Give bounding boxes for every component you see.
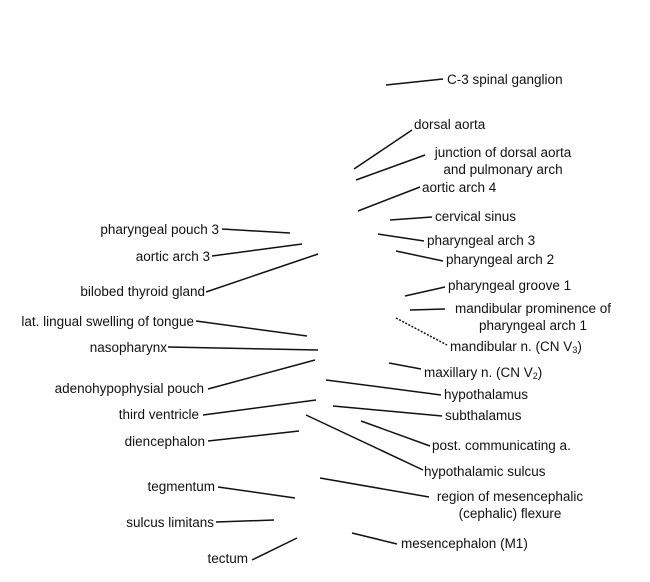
label-sulcus-limitans: sulcus limitans (126, 515, 214, 530)
label-mesencephalon: mesencephalon (M1) (401, 536, 528, 551)
label-aortic-arch-3: aortic arch 3 (135, 249, 210, 264)
label-mandibular-n: mandibular n. (CN V3) (450, 338, 582, 359)
leader-mesencephalon (351, 532, 398, 545)
label-mandibular-line2: pharyngeal arch 1 (478, 318, 588, 333)
label-mandibular-n-text: mandibular n. (CN V (450, 339, 573, 354)
label-pharyngeal-arch-2: pharyngeal arch 2 (446, 252, 555, 267)
leader-aortic-arch-4 (357, 186, 421, 212)
leader-region-flexure (319, 477, 430, 498)
leader-adenohypophysial (207, 359, 316, 390)
label-cervical-sinus: cervical sinus (435, 209, 517, 224)
label-c3-spinal-ganglion: C-3 spinal ganglion (447, 72, 563, 87)
leader-maxillary-n (388, 362, 422, 370)
label-tectum: tectum (207, 551, 248, 566)
leader-aortic-arch-3 (211, 243, 303, 257)
label-aortic-arch-4: aortic arch 4 (422, 180, 497, 195)
label-post-communicating: post. communicating a. (432, 438, 571, 453)
label-diencephalon: diencephalon (124, 434, 205, 449)
label-dorsal-aorta: dorsal aorta (414, 117, 486, 132)
leader-pharyngeal-arch-3 (377, 233, 425, 242)
leader-hypothalamus (325, 379, 442, 396)
label-maxillary-n-subscript: 2 (532, 371, 538, 381)
label-hypothalamic-sulcus: hypothalamic sulcus (424, 464, 546, 479)
leader-subthalamus (332, 405, 443, 417)
label-nasopharynx: nasopharynx (89, 340, 167, 355)
leader-sulcus-limitans (215, 519, 275, 523)
label-mandibular-n-close: ) (577, 339, 582, 354)
label-hypothalamus: hypothalamus (444, 387, 529, 402)
label-third-ventricle: third ventricle (118, 407, 199, 422)
label-tegmentum: tegmentum (147, 479, 215, 494)
label-maxillary-n-close: ) (537, 365, 543, 380)
leader-third-ventricle (202, 399, 317, 416)
leader-dorsal-aorta (353, 129, 413, 170)
leader-cervical-sinus (389, 216, 433, 221)
leader-lingual-swelling (195, 320, 308, 337)
label-junction-line2: and pulmonary arch (443, 162, 563, 177)
label-maxillary-n: maxillary n. (CN V2) (424, 364, 542, 385)
label-lingual-swelling: lat. lingual swelling of tongue (21, 314, 194, 329)
leader-mandibular-n (395, 317, 448, 346)
label-bilobed-thyroid: bilobed thyroid gland (80, 284, 205, 299)
label-subthalamus: subthalamus (445, 408, 522, 423)
label-maxillary-n-text: maxillary n. (CN V (424, 365, 533, 380)
leader-pharyngeal-groove-1 (404, 286, 446, 297)
leader-c3-spinal-ganglion (385, 78, 444, 86)
leader-mandibular-prominence (409, 308, 446, 311)
leader-tegmentum (217, 486, 296, 499)
leader-junction (355, 154, 426, 181)
label-junction-dorsal-aorta: junction of dorsal aorta and pulmonary a… (427, 144, 579, 178)
label-pharyngeal-groove-1: pharyngeal groove 1 (448, 278, 572, 293)
label-pharyngeal-pouch-3: pharyngeal pouch 3 (100, 222, 219, 237)
leader-diencephalon (207, 430, 300, 442)
leader-bilobed-thyroid (205, 253, 319, 293)
leader-tectum (251, 537, 298, 561)
label-region-line2: (cephalic) flexure (458, 506, 562, 521)
label-mandibular-n-subscript: 3 (572, 345, 578, 355)
label-mandibular-line1: mandibular prominence of (454, 301, 612, 316)
label-region-flexure: region of mesencephalic (cephalic) flexu… (430, 488, 590, 522)
label-mandibular-prominence: mandibular prominence of pharyngeal arch… (446, 300, 620, 334)
leader-hypothalamic-sulcus (305, 414, 424, 471)
leader-post-communicating (360, 420, 431, 447)
leader-nasopharynx (167, 346, 319, 351)
label-junction-line1: junction of dorsal aorta (434, 145, 572, 160)
leader-pharyngeal-arch-2 (395, 250, 444, 262)
leader-pharyngeal-pouch-3 (221, 228, 291, 234)
label-region-line1: region of mesencephalic (436, 489, 584, 504)
label-pharyngeal-arch-3: pharyngeal arch 3 (427, 233, 536, 248)
label-adenohypophysial: adenohypophysial pouch (54, 381, 204, 396)
